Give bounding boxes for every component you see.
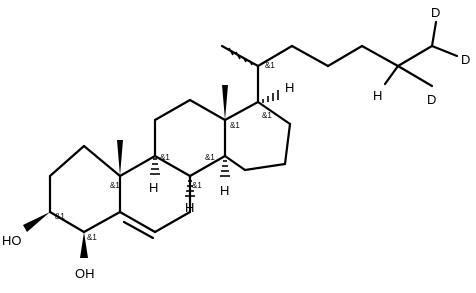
bond [48,144,86,178]
bond [188,98,227,122]
bond [256,44,294,68]
bond [383,64,400,86]
hydroxyl-3-label: HO [2,233,22,248]
bond [326,44,364,68]
stereo-label: &1 [230,121,240,130]
bond [430,20,438,48]
stereo-label: &1 [160,153,170,162]
bond [223,100,260,122]
bond [430,44,459,58]
hydroxyl-4-label: OH [75,266,95,281]
deuterium-3-label: D [427,92,436,107]
bond [153,98,192,122]
deuterium-1-label: D [431,5,440,20]
bond [153,210,192,234]
bond [48,210,86,234]
bond [396,64,434,88]
stereo-label: &1 [55,212,65,221]
bond [360,44,400,68]
double-bond [122,220,155,240]
bond [283,122,292,166]
bond [243,162,287,172]
h17-label: H [285,80,294,95]
bond [82,210,122,234]
stereo-label: &1 [192,181,202,190]
bond [223,154,247,172]
bond [396,44,434,68]
wedge-bond-oh4 [80,232,88,258]
bond [118,210,157,234]
wedge-bond-oh3 [23,212,50,232]
h14-label: H [220,183,229,198]
bond [290,44,330,68]
stereo-label: &1 [87,233,97,242]
stereo-label: &1 [262,111,272,120]
hash-bond-h14 [220,160,230,177]
hash-bond-h17 [262,90,279,103]
stereo-label: &1 [265,61,275,70]
h9-label: H [149,180,158,195]
bond [220,44,260,68]
bond [188,154,227,178]
bond [153,154,192,178]
hash-bond-h8 [185,180,195,197]
hash-bond-h9 [150,158,160,175]
bond [118,154,157,178]
bond [256,100,292,126]
wedge-bond [222,85,228,120]
stereo-label: &1 [110,181,120,190]
bond [82,144,122,178]
hash-bond-c20-methyl [228,47,253,66]
stereo-label: &1 [205,153,215,162]
h8-label: H [185,200,194,215]
hydrogen-label: H [373,88,382,103]
deuterium-2-label: D [461,52,470,67]
wedge-bond [117,140,123,176]
